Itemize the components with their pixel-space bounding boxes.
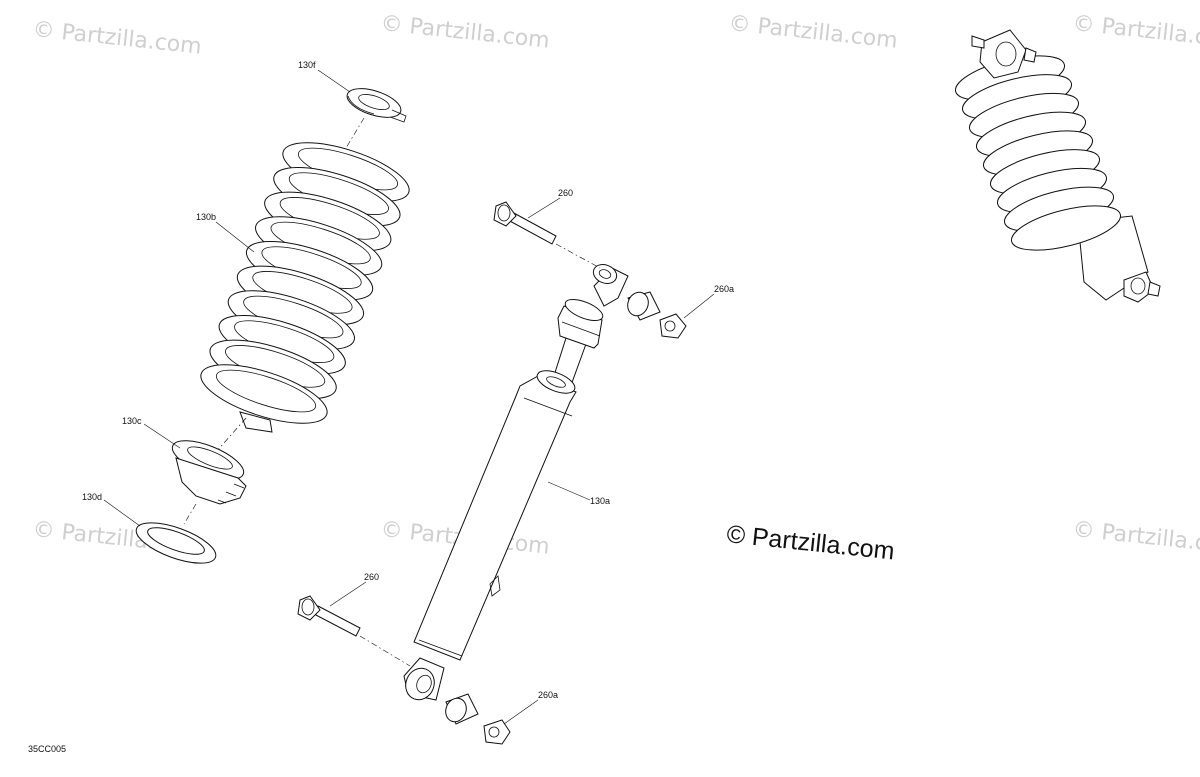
part-260-lower-bolt <box>297 595 411 667</box>
callout-260-bottom: 260 <box>364 572 379 582</box>
copyright-notice: © Partzilla.com <box>725 520 895 565</box>
watermark: © Partzilla.com <box>379 11 550 54</box>
callout-260a-top: 260a <box>714 284 734 294</box>
callout-130d: 130d <box>82 492 102 502</box>
assembly-bottom-eye <box>1130 277 1146 295</box>
watermark: © Partzilla.com <box>727 11 898 54</box>
part-260-upper-bolt <box>493 201 601 269</box>
watermark: © Partzilla.com <box>1071 11 1200 54</box>
assembly-bottom-nut <box>1147 281 1161 297</box>
part-260a-upper-bushing <box>627 291 687 339</box>
part-130d-washer <box>135 503 217 564</box>
callout-260a-bottom: 260a <box>538 690 558 700</box>
callout-260-top: 260 <box>558 188 573 198</box>
callout-130a: 130a <box>590 496 610 506</box>
spring-coil <box>200 364 328 424</box>
callout-130b: 130b <box>196 212 216 222</box>
part-130f-retainer <box>346 88 407 123</box>
callout-130c: 130c <box>122 416 142 426</box>
watermark: © Partzilla.com <box>1071 517 1200 560</box>
callout-labels: 130f 130b 130c 130d 260 260a 130a 260 26… <box>82 60 734 700</box>
watermark: © Partzilla.com <box>31 17 202 60</box>
assembly-top-mount <box>979 29 1027 79</box>
spring-end <box>239 411 273 433</box>
drawing-number: 35CC005 <box>28 744 66 754</box>
assembly-top-eye <box>995 41 1017 67</box>
leader-lines <box>103 69 715 725</box>
part-130b-coil-spring <box>200 142 410 433</box>
assembly-axis <box>345 117 365 149</box>
assembly-bottom-mount <box>1123 271 1155 303</box>
assembly-spring-coil <box>1010 205 1122 251</box>
callout-130f: 130f <box>298 60 316 70</box>
assembly-top-nut <box>1023 47 1037 63</box>
assembled-shock-absorber <box>954 29 1161 303</box>
part-260a-lower-bushing <box>445 693 511 745</box>
part-130c-spring-seat <box>171 417 247 505</box>
assembly-top-bolt <box>971 35 985 49</box>
spring-coil-inner <box>215 369 317 413</box>
part-130a-shock-absorber <box>403 264 629 701</box>
